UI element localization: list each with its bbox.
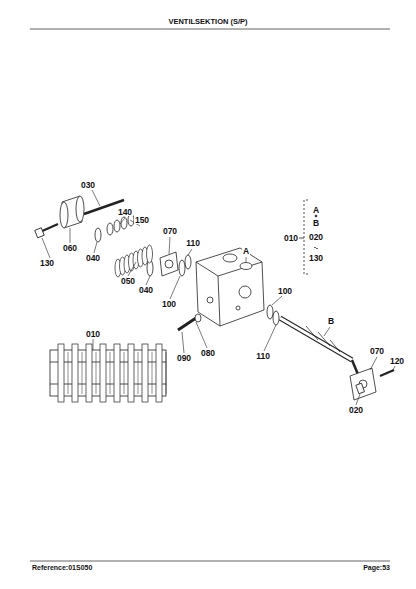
callout-number: B xyxy=(312,219,320,228)
callout-number: 110 xyxy=(255,352,271,361)
bolt-120 xyxy=(380,370,394,376)
callout-number: 100 xyxy=(161,300,177,309)
callout-number: 080 xyxy=(200,349,216,358)
bolt-130 xyxy=(35,224,58,238)
callout-number: 100 xyxy=(277,287,293,296)
callout-number: 140 xyxy=(117,208,133,217)
callout-number: 090 xyxy=(176,354,192,363)
flange-070 xyxy=(350,368,376,400)
relief-080-090 xyxy=(178,314,201,330)
valve-body xyxy=(196,248,264,326)
callout-number: B xyxy=(327,317,335,326)
callout-number: 130 xyxy=(39,259,55,268)
footer-text: Reference:01S050 xyxy=(32,564,92,571)
callout-number: 070 xyxy=(369,347,385,356)
callout-number: 010 xyxy=(85,330,101,339)
spool-B xyxy=(280,318,362,384)
callout-number: A xyxy=(242,247,250,256)
valve-bank-010 xyxy=(50,344,166,402)
callout-number: 130 xyxy=(308,254,324,263)
seat-040 xyxy=(95,228,101,242)
oring-100 xyxy=(179,260,185,276)
callout-number: 050 xyxy=(120,277,136,286)
leader-lines xyxy=(42,190,395,405)
spring-050 xyxy=(115,245,153,277)
rings-140-150 xyxy=(107,214,134,235)
callout-number: 020 xyxy=(348,406,364,415)
callout-number: 060 xyxy=(62,244,78,253)
callout-number: 110 xyxy=(185,239,201,248)
callout-number: 150 xyxy=(134,216,150,225)
cap-060 xyxy=(60,196,84,228)
spool-end-020 xyxy=(356,383,365,394)
callout-number: A xyxy=(312,206,320,215)
callout-number: 040 xyxy=(138,286,154,295)
callout-number: 120 xyxy=(389,357,405,366)
callout-number: 030 xyxy=(80,181,96,190)
oring-100 xyxy=(267,305,273,319)
drawing xyxy=(30,29,395,561)
page-title: VENTILSEKTION (S/P) xyxy=(168,18,247,26)
flange-070 xyxy=(160,252,178,276)
oring-110 xyxy=(185,255,191,269)
callout-number: 040 xyxy=(85,254,101,263)
oring-110 xyxy=(273,311,279,325)
callout-number: 010 xyxy=(283,234,299,243)
footer-text: Page:53 xyxy=(363,564,390,571)
callout-number: 020 xyxy=(308,233,324,242)
callout-number: 070 xyxy=(162,227,178,236)
